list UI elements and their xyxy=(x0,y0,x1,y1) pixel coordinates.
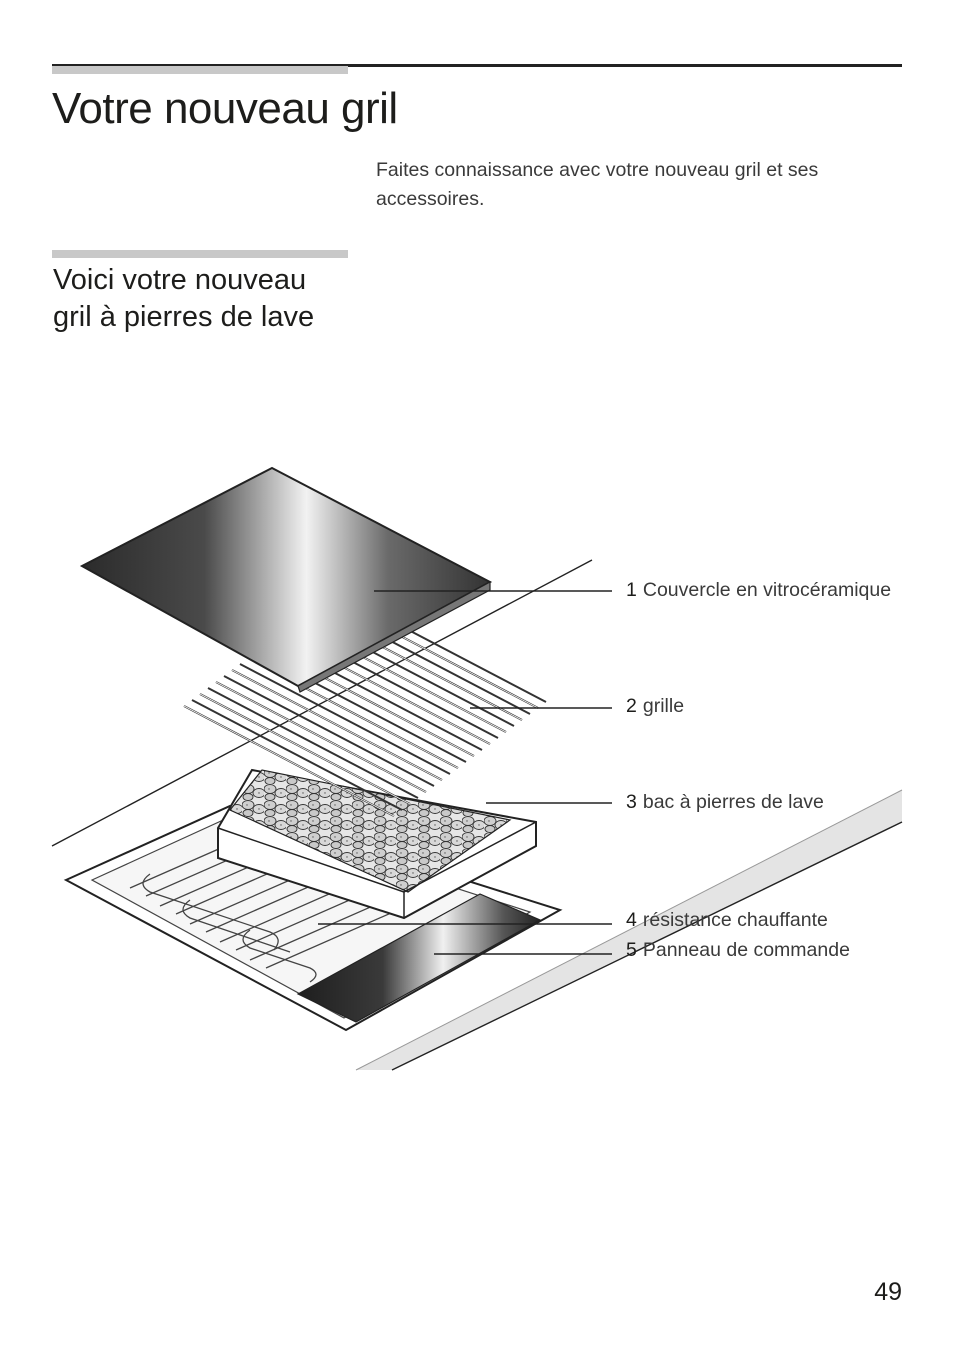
section-title: Voici votre nouveau gril à pierres de la… xyxy=(53,262,373,336)
legend-text: bac à pierres de lave xyxy=(642,791,824,813)
legend-text: Panneau de commande xyxy=(642,939,850,961)
header-accent-rule xyxy=(52,66,348,74)
intro-text: Faites connaissance avec votre nouveau g… xyxy=(376,159,819,210)
legend-number: 4 xyxy=(626,909,637,931)
legend-text: grille xyxy=(642,695,685,717)
legend-number: 5 xyxy=(626,939,637,961)
legend-text: Couvercle en vitrocéramique xyxy=(642,579,892,601)
legend-number: 2 xyxy=(626,695,637,717)
section-title-line2: gril à pierres de lave xyxy=(53,301,315,333)
section-accent-rule xyxy=(52,250,348,258)
legend-number: 3 xyxy=(626,791,637,813)
grill-exploded-illustration xyxy=(51,466,903,1071)
header-rule xyxy=(52,64,902,67)
legend-number: 1 xyxy=(626,579,637,601)
page-title: Votre nouveau gril xyxy=(52,84,398,133)
page-number: 49 xyxy=(874,1278,902,1306)
legend-text: résistance chauffante xyxy=(642,909,828,931)
section-title-line1: Voici votre nouveau xyxy=(53,264,307,296)
